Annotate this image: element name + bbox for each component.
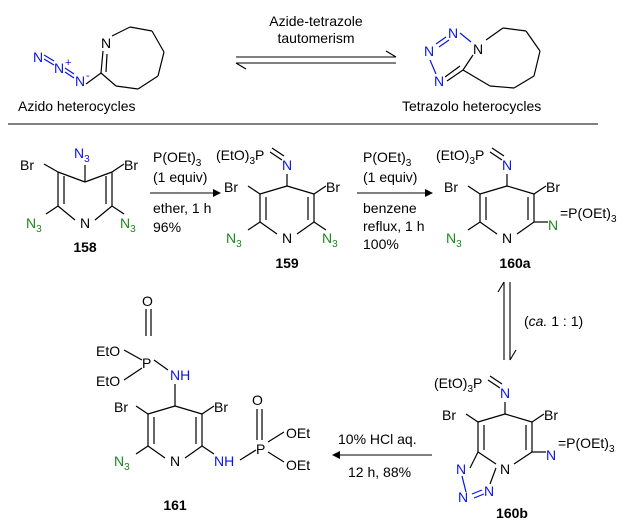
161-nh-lower: NH [214, 453, 234, 469]
160b-tetrazole-n3: N [484, 483, 494, 499]
step1-conditions: ether, 1 h [153, 200, 211, 216]
158-azide-right: N3 [120, 215, 136, 235]
tetrazolo-caption: Tetrazolo heterocycles [402, 98, 541, 114]
step2-conditions: reflux, 1 h [363, 218, 424, 234]
azide-minus-charge: - [86, 70, 90, 82]
160b-br-left: Br [442, 407, 456, 423]
step-3: 10% HCl aq. 12 h, 88% [332, 431, 432, 480]
159-phosphazene: (EtO)3P [216, 147, 264, 167]
161-azide: N3 [114, 453, 130, 473]
159-ring-n: N [282, 230, 292, 246]
equilibrium-label-line1: Azide-tetrazole [269, 13, 363, 29]
161-br-right: Br [214, 399, 228, 415]
159-azide-left: N3 [226, 230, 242, 250]
equilibrium-arrows: Azide-tetrazole tautomerism [235, 13, 397, 70]
161-oet-upper: OEt [286, 425, 310, 441]
label-161: 161 [163, 497, 187, 513]
160a-br-left: Br [444, 179, 458, 195]
step-1: P(OEt)3 (1 equiv) ether, 1 h 96% [150, 149, 221, 235]
compound-158: N3 Br Br N N3 N3 158 [20, 145, 138, 255]
160b-tetrazole-n1: N [456, 461, 466, 477]
step2-reagent: P(OEt)3 [363, 149, 412, 169]
azido-caption: Azido heterocycles [18, 98, 136, 114]
160a-phosphazene: (EtO)3P [436, 147, 484, 167]
step2-equiv: (1 equiv) [363, 169, 417, 185]
tetrazole-n-bottom: N [434, 73, 444, 89]
tetrazolo-heterocycle: N N N N Tetrazolo heterocycles [402, 25, 541, 114]
step2-yield: 100% [363, 236, 399, 252]
step3-conditions: 12 h, 88% [348, 464, 411, 480]
161-eto-lower: EtO [96, 373, 120, 389]
azide-n-inner: N [75, 73, 85, 89]
158-ring-n: N [80, 215, 90, 231]
160a-imine-n-top: N [502, 157, 512, 173]
158-br-right: Br [124, 157, 138, 173]
161-o-lower: O [252, 392, 263, 408]
azide-n-central: N [54, 60, 64, 76]
161-o-top: O [142, 293, 153, 309]
161-p-lower: P [256, 441, 265, 457]
161-ring-n: N [170, 453, 180, 469]
159-imine-n: N [282, 157, 292, 173]
160a-azide: N3 [446, 230, 462, 250]
compound-160b: (EtO)3P N Br Br N N N N N =P(OEt)3 160b [434, 375, 615, 521]
equilibrium-160: (ca. 1 : 1) [497, 281, 583, 361]
compound-160a: (EtO)3P N Br Br N N3 N =P(OEt)3 160a [436, 147, 617, 271]
tetrazole-n-left: N [424, 43, 434, 59]
label-160a: 160a [499, 255, 530, 271]
160a-imine-n-side: N [548, 217, 558, 233]
step1-equiv: (1 equiv) [153, 169, 207, 185]
label-160b: 160b [496, 505, 528, 521]
equilibrium-ratio: (ca. 1 : 1) [524, 313, 583, 329]
label-158: 158 [73, 239, 97, 255]
step2-solvent: benzene [363, 200, 417, 216]
161-oet-lower: OEt [286, 457, 310, 473]
160b-tetrazole-n2: N [458, 489, 468, 505]
159-br-right: Br [326, 179, 340, 195]
161-nh-upper: NH [170, 367, 190, 383]
azide-n-terminal: N [33, 49, 43, 65]
160b-imine-n-top: N [500, 385, 510, 401]
step3-reagent: 10% HCl aq. [338, 431, 417, 447]
160a-ring-n: N [502, 230, 512, 246]
step1-reagent: P(OEt)3 [153, 149, 202, 169]
160a-br-right: Br [546, 179, 560, 195]
tetrazole-n-bridge: N [473, 41, 483, 57]
ring-n: N [101, 35, 111, 51]
compound-161: O EtO EtO P NH Br Br N N3 NH P O OEt [96, 293, 310, 513]
160b-imine-n-side: N [546, 447, 556, 463]
158-azide-left: N3 [26, 215, 42, 235]
azido-heterocycle: N N + N - N Azido heterocycles [18, 26, 165, 114]
160b-ring-n: N [500, 461, 510, 477]
step-2: P(OEt)3 (1 equiv) benzene reflux, 1 h 10… [357, 149, 433, 252]
azide-plus-charge: + [65, 57, 71, 69]
161-eto-upper: EtO [96, 343, 120, 359]
159-azide-right: N3 [322, 230, 338, 250]
label-159: 159 [275, 255, 299, 271]
160b-br-right: Br [544, 407, 558, 423]
equilibrium-label-line2: tautomerism [277, 30, 354, 46]
159-br-left: Br [224, 179, 238, 195]
161-br-left: Br [114, 399, 128, 415]
160b-phosphazene: (EtO)3P [434, 375, 482, 395]
158-azide-top: N3 [74, 145, 90, 165]
158-br-left: Br [20, 157, 34, 173]
compound-159: (EtO)3P N Br Br N N3 N3 159 [216, 147, 340, 271]
160b-phosphazene-side: =P(OEt)3 [558, 435, 615, 455]
step1-yield: 96% [153, 219, 181, 235]
161-p-upper: P [142, 355, 151, 371]
160a-phosphazene-side: =P(OEt)3 [560, 205, 617, 225]
tetrazole-n-top: N [448, 25, 458, 41]
